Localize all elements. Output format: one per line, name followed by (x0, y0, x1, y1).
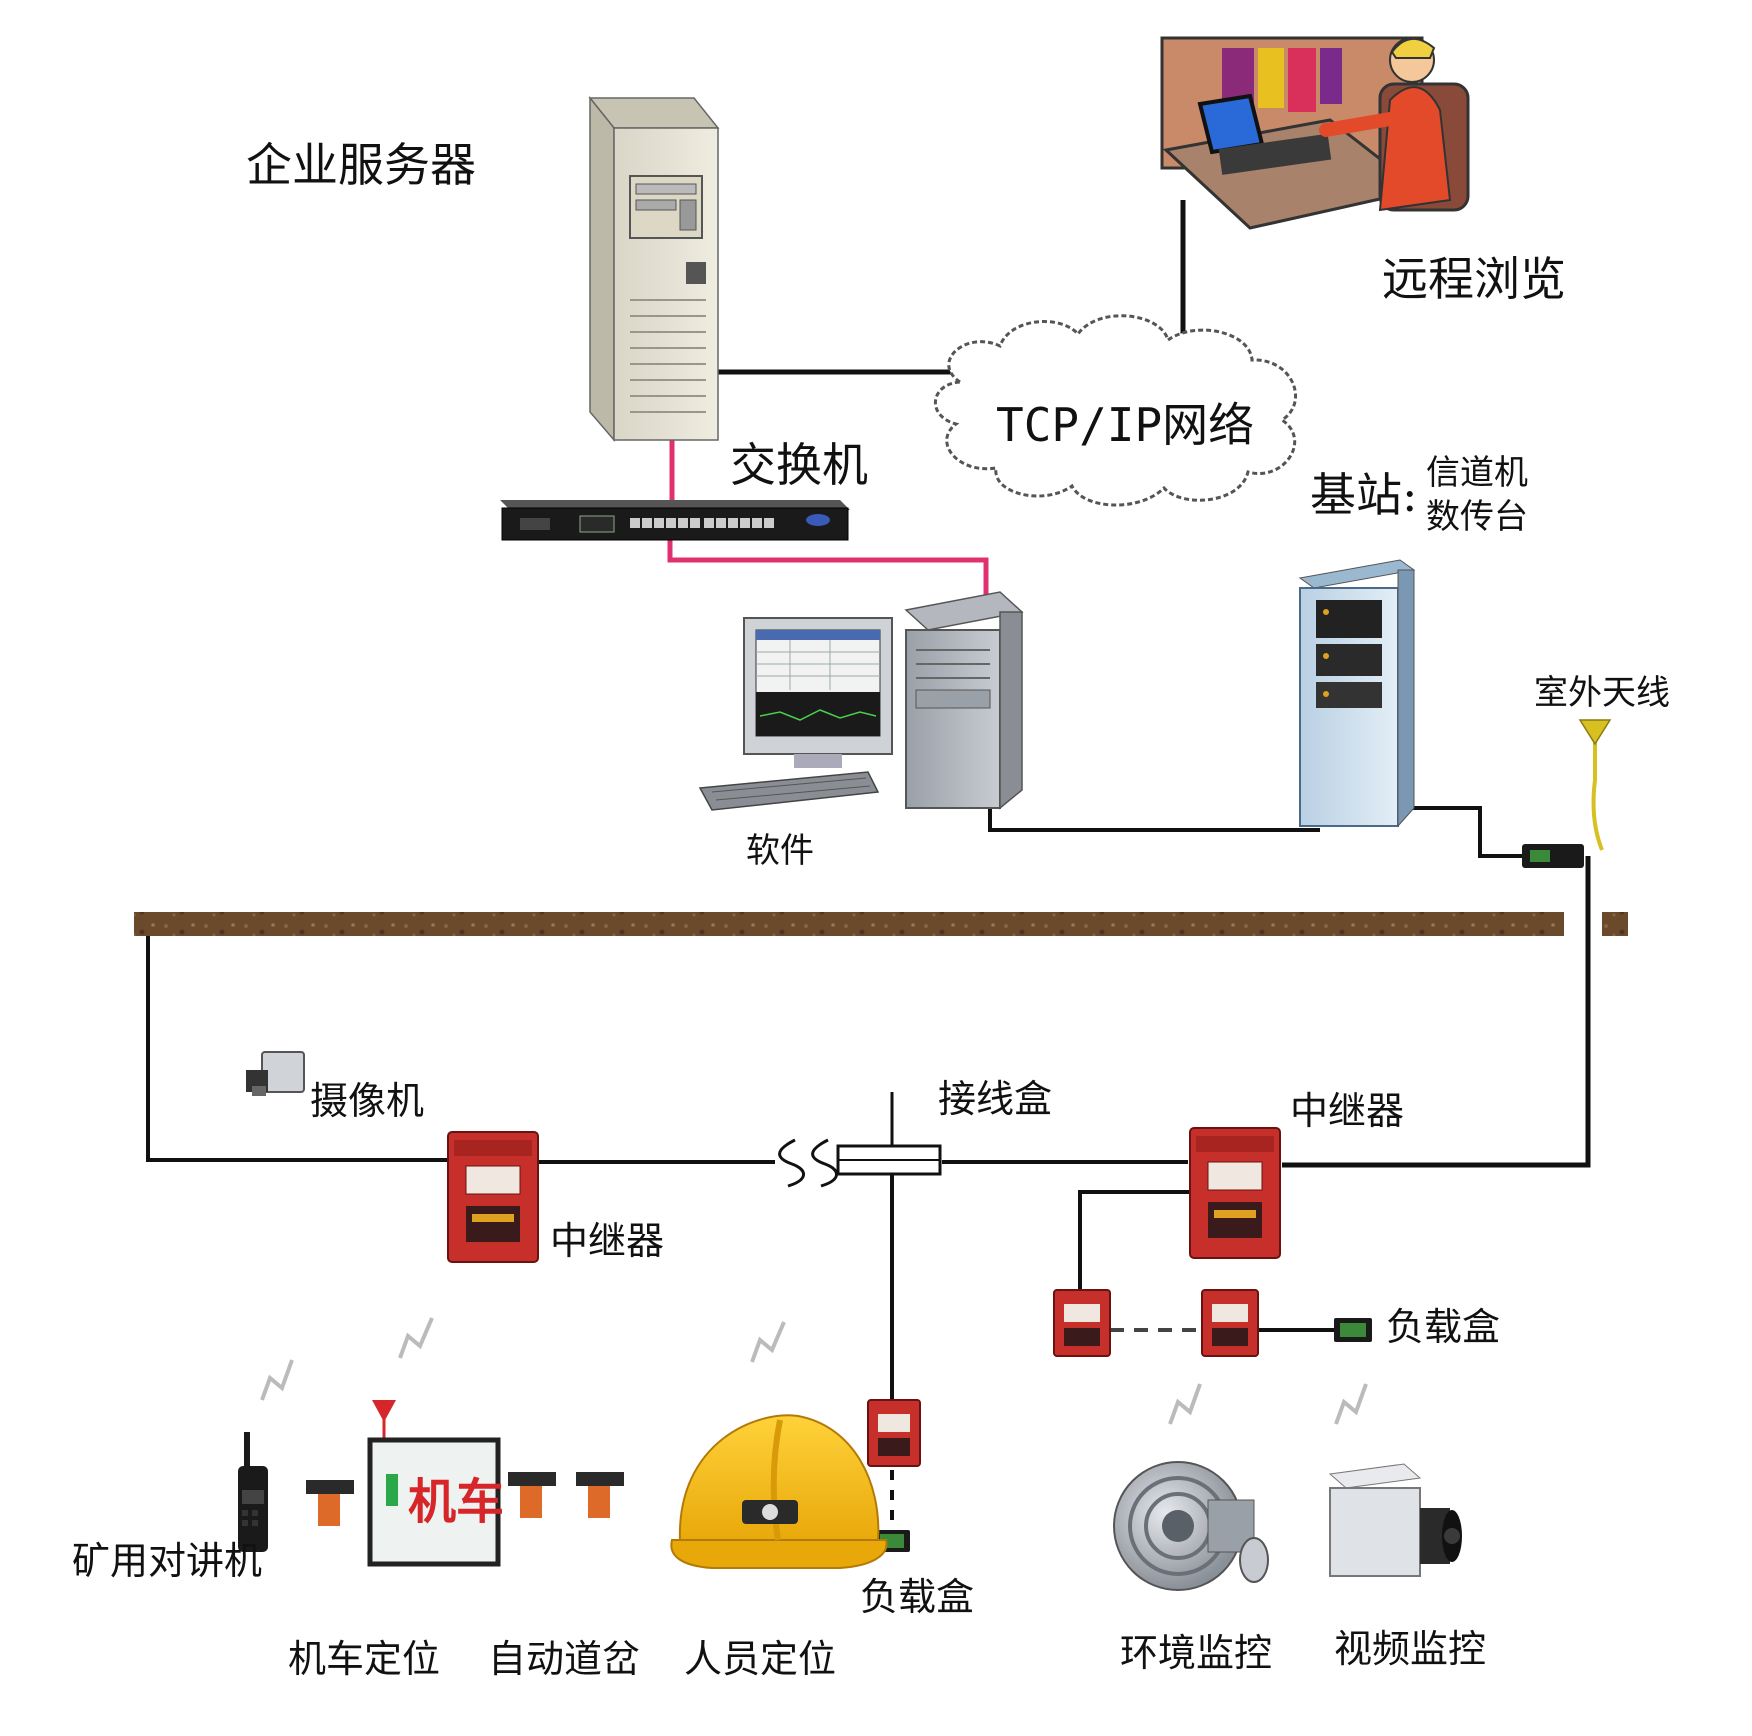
hard-hat-icon (671, 1415, 886, 1568)
data-transmitter-label: 数传台 (1426, 500, 1528, 534)
blower-fan-icon (1114, 1462, 1268, 1590)
load-box-right-label: 负载盒 (1386, 1308, 1500, 1346)
load-box-mid-label: 负载盒 (860, 1578, 974, 1616)
base-station-label: 基站: (1310, 472, 1418, 518)
load-box-icon (1334, 1318, 1372, 1342)
small-repeater-icon (1054, 1290, 1110, 1356)
coupler-icon (1522, 844, 1584, 868)
ground-surface-end (1602, 912, 1628, 936)
track-marker-icon (576, 1472, 624, 1518)
locomotive-sign-text: 机车 (408, 1478, 504, 1526)
environment-monitoring-label: 环境监控 (1120, 1634, 1272, 1672)
switch-label: 交换机 (730, 442, 868, 488)
equipment-cabinet-icon (1300, 560, 1414, 826)
small-camera-icon (246, 1052, 304, 1096)
walkie-talkie-icon (238, 1432, 268, 1552)
small-repeater-icon (868, 1400, 920, 1466)
network-switch-icon (500, 500, 850, 540)
locomotive-positioning-label: 机车定位 (288, 1640, 440, 1678)
ground-surface (134, 912, 1564, 936)
video-monitoring-label: 视频监控 (1334, 1630, 1486, 1668)
repeater-box-icon (1190, 1128, 1280, 1258)
left-feeder-cable (148, 935, 450, 1160)
software-label: 软件 (746, 834, 814, 868)
personnel-positioning-label: 人员定位 (684, 1640, 836, 1678)
right-branch-cable (1080, 1192, 1190, 1300)
antenna-cable (1594, 735, 1602, 850)
workstation-to-base-station-cable (990, 806, 1320, 830)
outdoor-antenna-label: 室外天线 (1534, 676, 1670, 710)
small-repeater-icon (1202, 1290, 1258, 1356)
desktop-computer-icon (700, 592, 1022, 810)
junction-box-icon (838, 1146, 940, 1174)
camera-label: 摄像机 (310, 1082, 424, 1120)
tower-server-icon (590, 98, 718, 440)
track-marker-icon (306, 1480, 354, 1526)
mine-radio-label: 矿用对讲机 (72, 1542, 262, 1580)
enterprise-server-label: 企业服务器 (246, 142, 476, 188)
network-label: TCP/IP网络 (996, 402, 1254, 448)
auto-switch-label: 自动道岔 (488, 1640, 640, 1678)
switch-to-workstation-cable (670, 538, 986, 596)
remote-browse-label: 远程浏览 (1382, 256, 1566, 302)
cable-break-symbol (780, 1140, 837, 1186)
wireless-signal-icon (262, 1318, 1366, 1424)
repeater-right-label: 中继器 (1290, 1092, 1404, 1130)
video-camera-icon (1330, 1464, 1462, 1576)
junction-box-label: 接线盒 (938, 1080, 1052, 1118)
repeater-box-icon (448, 1132, 538, 1262)
antenna-icon (1580, 720, 1610, 744)
repeater-left-label: 中继器 (550, 1222, 664, 1260)
base-station-to-coupler-cable (1412, 808, 1524, 856)
track-marker-icon (508, 1472, 556, 1518)
channel-machine-label: 信道机 (1426, 456, 1528, 490)
computer-operator-icon (1162, 38, 1468, 228)
